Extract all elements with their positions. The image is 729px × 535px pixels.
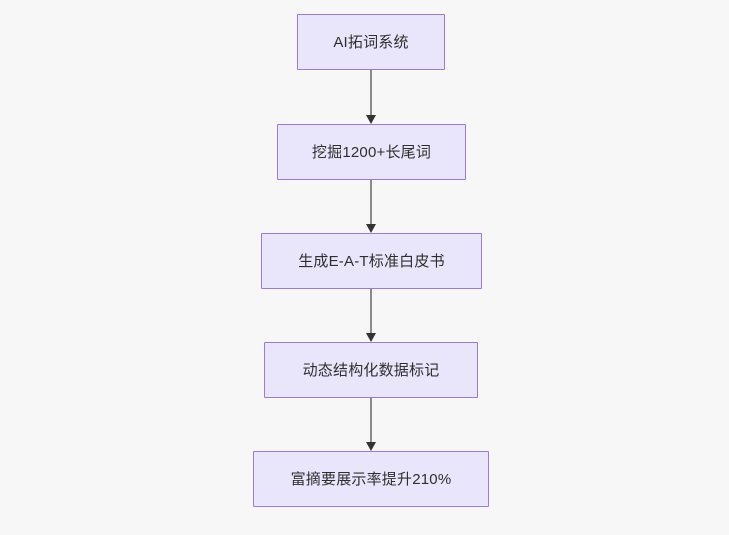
arrow-head-icon [366, 333, 376, 342]
flowchart-node-label: 挖掘1200+长尾词 [311, 143, 432, 161]
flowchart-node-label: 动态结构化数据标记 [302, 361, 440, 379]
edge-line [370, 180, 372, 224]
flowchart-node-mine-longtail-keywords[interactable]: 挖掘1200+长尾词 [277, 124, 466, 180]
flowchart-node-generate-eat-whitepaper[interactable]: 生成E-A-T标准白皮书 [261, 233, 482, 289]
flowchart-node-label: AI拓词系统 [333, 33, 409, 51]
arrow-head-icon [366, 115, 376, 124]
edge-line [370, 398, 372, 442]
edge-line [370, 70, 372, 115]
flowchart-node-label: 富摘要展示率提升210% [290, 470, 452, 488]
arrow-head-icon [366, 224, 376, 233]
flowchart-node-dynamic-structured-data-markup[interactable]: 动态结构化数据标记 [264, 342, 478, 398]
flowchart-node-ai-keyword-system[interactable]: AI拓词系统 [297, 14, 445, 70]
flowchart-node-rich-snippet-impression-lift[interactable]: 富摘要展示率提升210% [253, 451, 489, 507]
arrow-head-icon [366, 442, 376, 451]
edge-line [370, 289, 372, 333]
flowchart-node-label: 生成E-A-T标准白皮书 [298, 252, 445, 270]
